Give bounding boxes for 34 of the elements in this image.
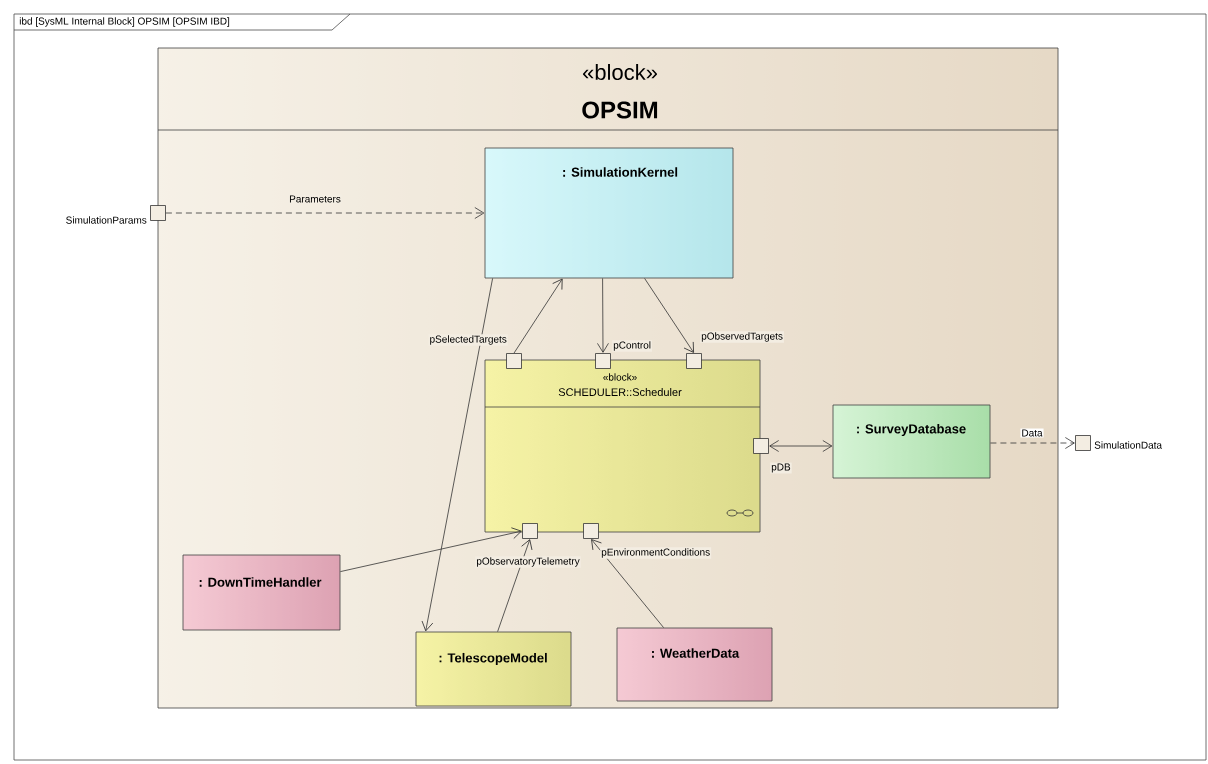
port-square	[1075, 435, 1091, 451]
edge-label: Parameters	[288, 194, 342, 204]
edge-label: Data	[1020, 428, 1044, 438]
connector-arrow	[421, 278, 493, 632]
block-box: : TelescopeModel	[415, 631, 572, 707]
port-square	[150, 205, 166, 221]
connector-arrow	[513, 278, 563, 354]
connector-arrow	[644, 278, 694, 353]
port-label: SimulationData	[1093, 440, 1163, 450]
port-label: pControl	[612, 340, 652, 352]
connector-arrow	[497, 539, 533, 632]
connector-arrow	[597, 278, 609, 353]
port-square	[686, 353, 702, 369]
connector-arrow	[591, 539, 664, 628]
port-square	[753, 438, 769, 454]
block-box: : SimulationKernel	[484, 147, 734, 279]
port-square	[583, 523, 599, 539]
port-label: pObservedTargets	[700, 331, 784, 343]
port-square	[595, 353, 611, 369]
port-label: pDB	[770, 462, 792, 474]
block-box: «block» SCHEDULER::Scheduler	[484, 359, 761, 533]
connector-arrow	[769, 440, 833, 452]
connector-arrow	[165, 207, 485, 219]
port-label: SimulationParams	[64, 215, 148, 225]
port-label: pObservatoryTelemetry	[475, 556, 581, 568]
block-box: : SurveyDatabase	[832, 404, 991, 479]
block-box: : WeatherData	[616, 627, 773, 702]
port-square	[506, 353, 522, 369]
connector-arrow	[990, 437, 1075, 449]
port-label: pEnvironmentConditions	[600, 547, 712, 559]
port-square	[522, 523, 538, 539]
connector-arrow	[340, 527, 522, 572]
port-label: pSelectedTargets	[428, 334, 508, 346]
block-box: : DownTimeHandler	[182, 554, 341, 631]
